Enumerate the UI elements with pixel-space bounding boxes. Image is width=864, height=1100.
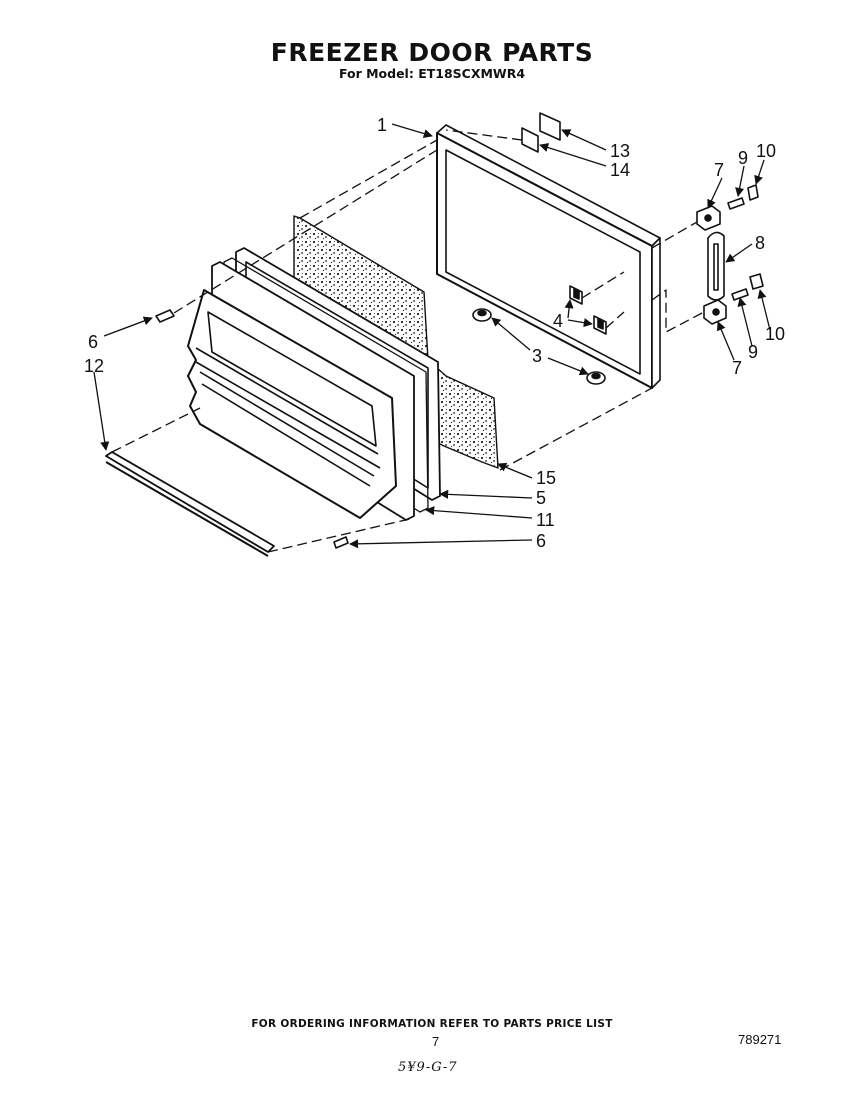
screw-6 bbox=[155, 309, 349, 549]
plug-13-14 bbox=[521, 112, 561, 153]
page-title: FREEZER DOOR PARTS bbox=[270, 38, 594, 67]
model-subtitle: For Model: ET18SCXMWR4 bbox=[338, 66, 526, 81]
hinge-assembly-lower bbox=[703, 273, 764, 325]
callout-6-right: 6 bbox=[536, 531, 546, 551]
ordering-note: FOR ORDERING INFORMATION REFER TO PARTS … bbox=[251, 1018, 613, 1030]
inner-door-liner bbox=[187, 261, 415, 521]
assembly-lines bbox=[111, 129, 705, 553]
callout-13: 13 bbox=[610, 141, 630, 161]
handwritten-code: 5¥9-G-7 bbox=[398, 1060, 458, 1075]
callout-4: 4 bbox=[553, 311, 563, 331]
callout-3: 3 bbox=[532, 346, 542, 366]
callout-1: 1 bbox=[377, 115, 387, 135]
callout-8: 8 bbox=[755, 233, 765, 253]
callout-14: 14 bbox=[610, 160, 630, 180]
callout-5: 5 bbox=[536, 488, 546, 508]
callout-10-lower: 10 bbox=[765, 324, 785, 344]
callout-12: 12 bbox=[84, 356, 104, 376]
callout-9-lower: 9 bbox=[748, 342, 758, 362]
handle-8 bbox=[707, 231, 725, 301]
callout-10-upper: 10 bbox=[756, 141, 776, 161]
callout-7-lower: 7 bbox=[732, 358, 742, 378]
callout-7-upper: 7 bbox=[714, 160, 724, 180]
page-number: 7 bbox=[432, 1034, 440, 1049]
hinge-assembly-upper bbox=[696, 184, 759, 231]
callout-6-left: 6 bbox=[88, 332, 98, 352]
door-pad-3 bbox=[472, 308, 606, 385]
callout-11: 11 bbox=[536, 510, 555, 530]
shelf-bar-12 bbox=[105, 451, 275, 557]
callout-labels: 1 13 14 7 9 10 8 4 3 10 9 7 6 12 15 5 11… bbox=[84, 115, 785, 551]
callout-9-upper: 9 bbox=[738, 148, 748, 168]
document-number: 789271 bbox=[738, 1032, 782, 1047]
callout-15: 15 bbox=[536, 468, 556, 488]
